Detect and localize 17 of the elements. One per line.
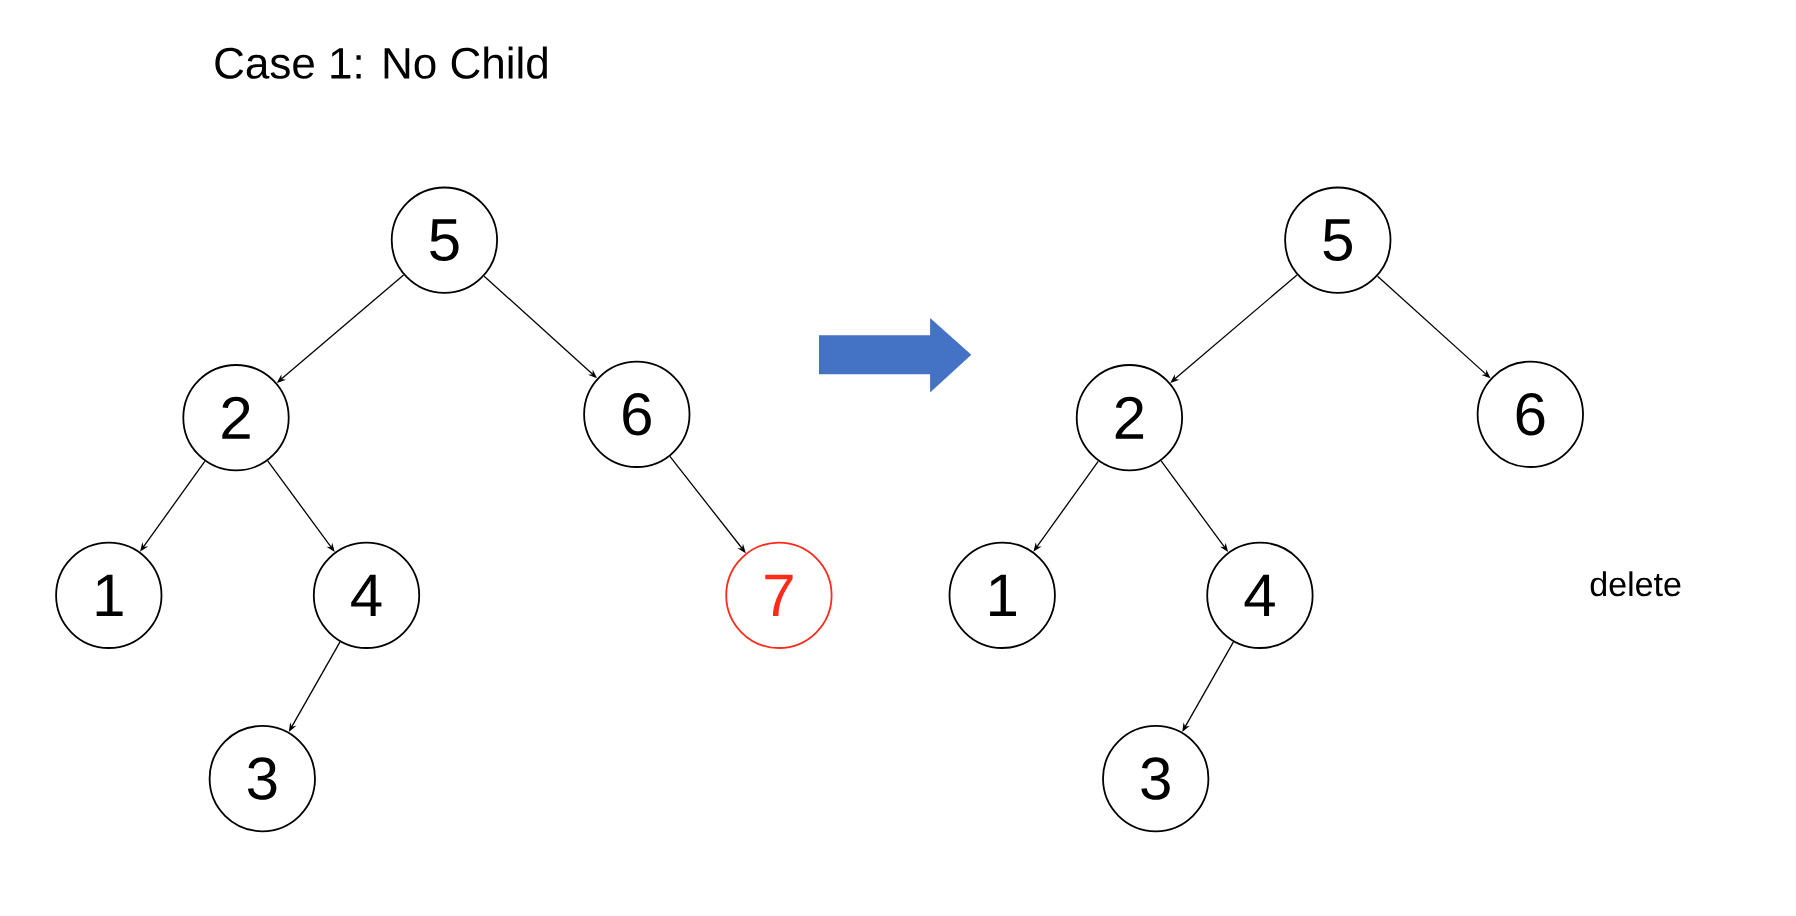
tree-node: 1 [55,541,163,649]
tree-node: 4 [1206,541,1314,649]
tree-node: 2 [182,364,290,472]
tree-node: 6 [583,360,691,468]
arrow [1170,274,1298,383]
tree-node: 1 [948,541,1056,649]
tree-node: 5 [390,186,498,294]
arrow [1182,641,1235,732]
tree-node: 3 [1102,725,1210,833]
tree-node: 2 [1075,364,1183,472]
tree-node: 5 [1284,186,1392,294]
tree-node: 3 [208,725,316,833]
note: delete [1590,571,1681,597]
tree-node: 6 [1476,360,1584,468]
tree-node: 4 [312,541,421,649]
tree-node: 7 [725,541,833,649]
title: Case 1: No Child [215,46,547,79]
